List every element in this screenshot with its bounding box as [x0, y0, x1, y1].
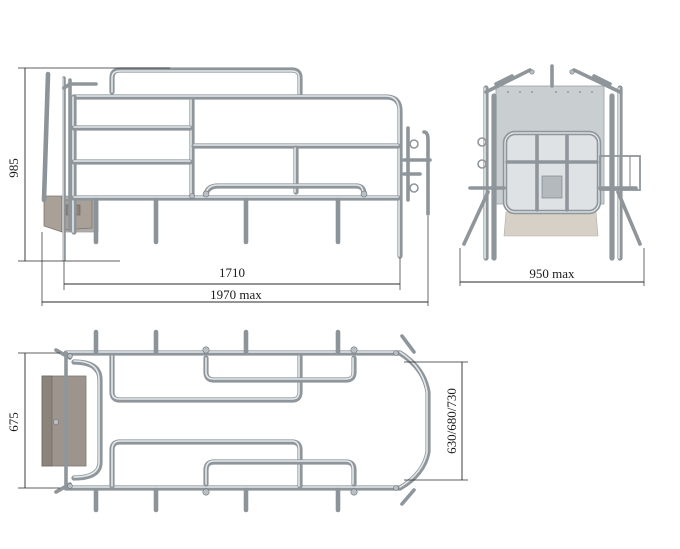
top-view — [41, 329, 431, 513]
front-view — [462, 64, 642, 261]
side-view — [41, 67, 432, 262]
front-view-dimensions: 950 max — [459, 248, 645, 286]
dimension-height-label: 985 — [6, 158, 21, 178]
dimension-front-width-label: 950 max — [529, 266, 575, 281]
top-view-dimensions: 675 630/680/730 — [6, 352, 468, 489]
dimension-overall-length-label: 1970 max — [210, 287, 262, 302]
top-view-trough — [41, 375, 87, 467]
dimension-top-width-label: 675 — [6, 412, 21, 432]
dimension-inner-width-label: 630/680/730 — [444, 388, 459, 454]
dimension-inner-length-label: 1710 — [219, 265, 245, 280]
side-view-dimensions: 985 1710 1970 max — [6, 67, 429, 306]
